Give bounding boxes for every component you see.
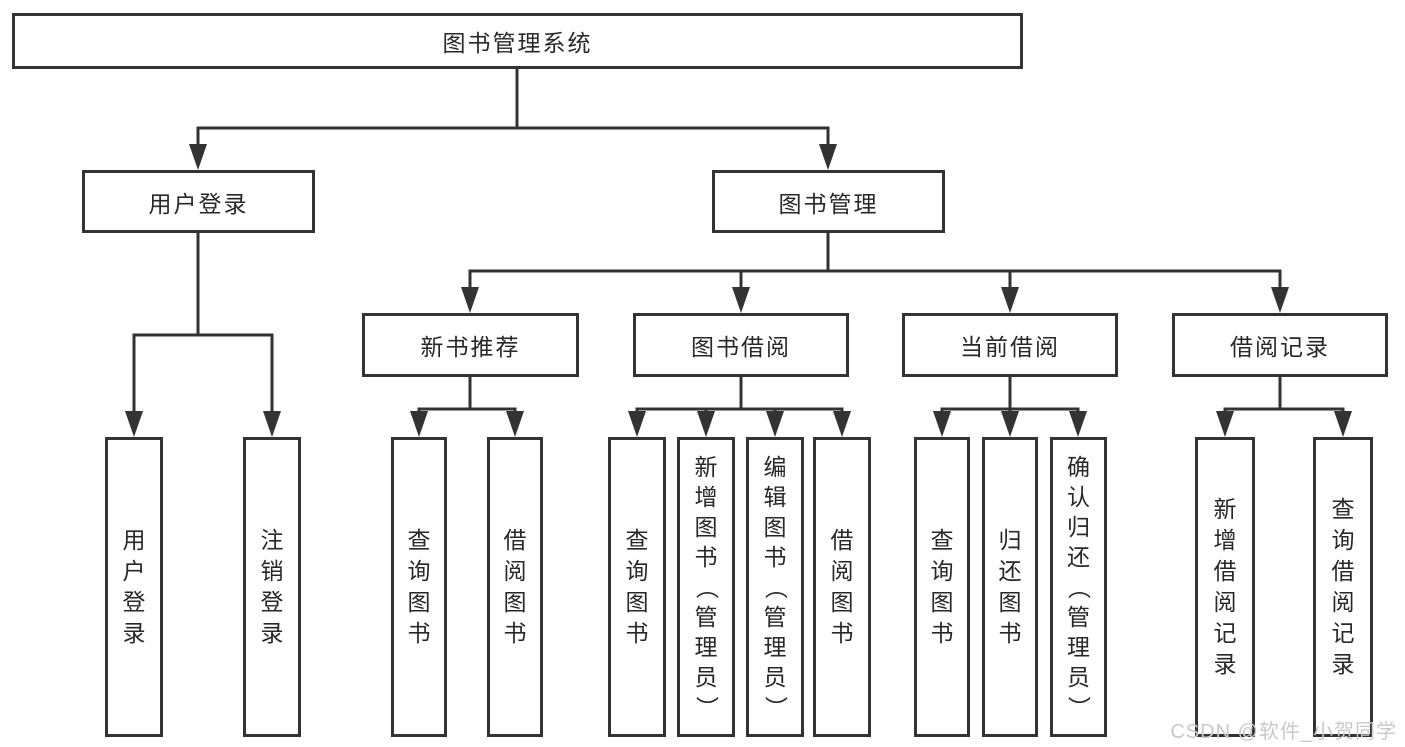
arrow-leaf — [1069, 411, 1087, 437]
leaf-confirm-return-admin: 确认归还（管理员） — [1050, 437, 1107, 737]
arrow-to-current-borrowing — [1001, 287, 1019, 313]
leaf-query-borrow-record: 查询借阅记录 — [1313, 437, 1373, 737]
arrow-leaf — [1334, 411, 1352, 437]
connector-root-to-level2 — [196, 69, 830, 144]
connector-book-borrowing-children — [635, 377, 844, 411]
leaf-add-borrow-record: 新增借阅记录 — [1195, 437, 1255, 737]
arrow-leaf — [506, 411, 524, 437]
leaf-query-books: 查询图书 — [608, 437, 666, 737]
leaf-logout: 注销登录 — [243, 437, 301, 737]
node-user-login: 用户登录 — [82, 170, 315, 233]
leaf-query-books: 查询图书 — [914, 437, 970, 737]
arrow-to-leaf-user-login — [125, 411, 143, 437]
leaf-return-books: 归还图书 — [982, 437, 1038, 737]
arrow-leaf — [410, 411, 428, 437]
node-borrowing-records: 借阅记录 — [1172, 313, 1388, 377]
arrow-leaf — [628, 411, 646, 437]
node-library-system: 图书管理系统 — [12, 13, 1023, 69]
leaf-add-books-admin: 新增图书（管理员） — [677, 437, 735, 737]
leaf-borrow-books: 借阅图书 — [813, 437, 871, 737]
node-book-borrowing: 图书借阅 — [633, 313, 849, 377]
arrow-leaf — [833, 411, 851, 437]
arrow-to-borrowing-records — [1271, 287, 1289, 313]
connector-book-management-children — [468, 233, 1282, 287]
arrow-to-book-management — [819, 144, 837, 170]
connector-new-book-children — [417, 377, 517, 411]
arrow-leaf — [766, 411, 784, 437]
leaf-query-books: 查询图书 — [391, 437, 447, 737]
arrow-to-user-login — [189, 144, 207, 170]
arrow-to-leaf-logout — [263, 411, 281, 437]
connector-current-borrowing-children — [940, 377, 1080, 411]
arrow-leaf — [697, 411, 715, 437]
leaf-user-login: 用户登录 — [105, 437, 163, 737]
arrow-leaf — [933, 411, 951, 437]
leaf-edit-books-admin: 编辑图书（管理员） — [746, 437, 804, 737]
arrow-to-book-borrowing — [732, 287, 750, 313]
node-current-borrowing: 当前借阅 — [902, 313, 1118, 377]
node-new-book-recommendation: 新书推荐 — [362, 313, 579, 377]
arrow-leaf — [1216, 411, 1234, 437]
watermark-text: CSDN @软件_小贺同学 — [1170, 721, 1397, 743]
connector-user-login-children — [132, 233, 274, 411]
leaf-borrow-books: 借阅图书 — [487, 437, 543, 737]
arrow-to-new-book-recommendation — [461, 287, 479, 313]
connector-borrowing-records-children — [1223, 377, 1345, 411]
node-book-management: 图书管理 — [712, 170, 945, 233]
arrow-leaf — [1001, 411, 1019, 437]
